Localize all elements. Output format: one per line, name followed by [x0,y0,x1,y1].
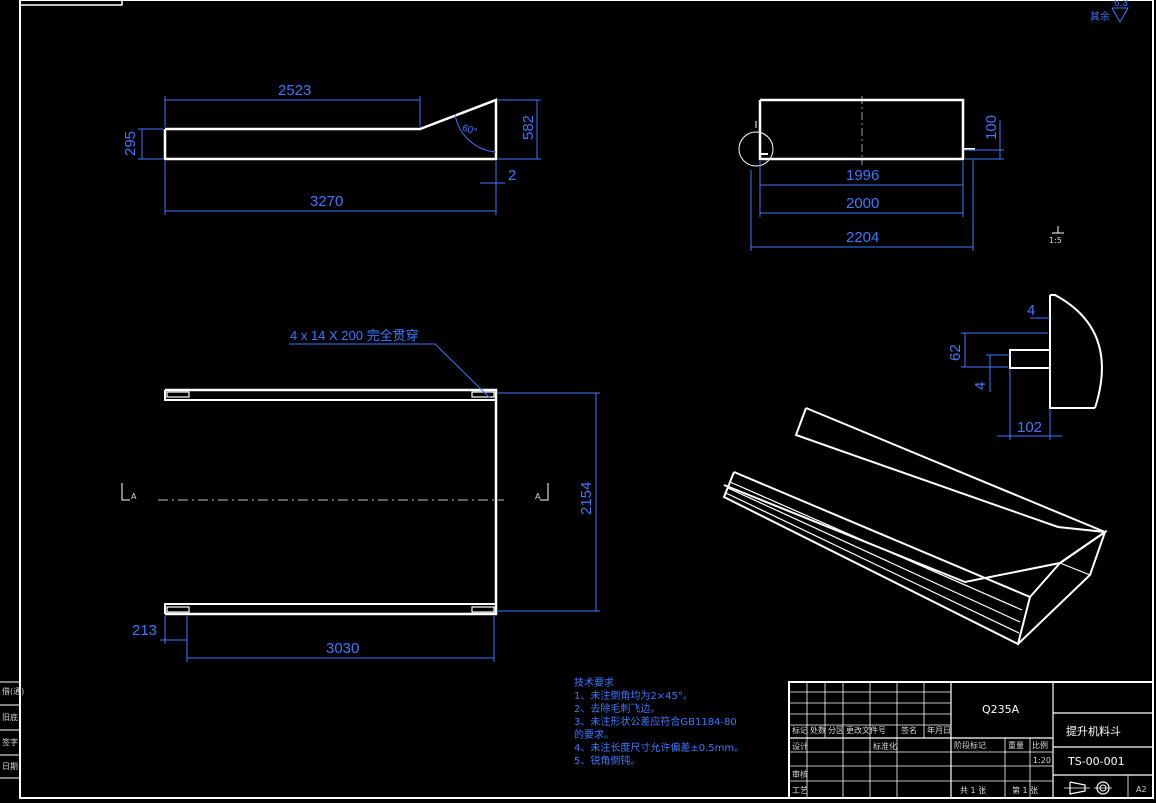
tech-req-item: 1、未注倒角均为2×45°。 [574,689,693,702]
strip-label: 旧底 [2,712,18,722]
dim-102: 102 [1017,419,1042,436]
dim-4-mid: 4 [972,382,989,390]
weight-label: 重量 [1008,740,1024,750]
tech-req-item: 2、去除毛刺飞边。 [574,702,660,715]
rev-header: 标记 [792,725,808,735]
dim-2204: 2204 [846,229,879,246]
roughness-symbol: 其余 6.3 [1090,0,1129,24]
isometric-view [722,407,1108,646]
rev-header: 签名 [901,725,917,735]
sheet-size: A2 [1136,785,1147,794]
roughness-label: 其余 [1090,10,1110,23]
section-label-right: A [535,492,541,501]
dim-1996: 1996 [846,167,879,184]
scale-value: 1:20 [1033,756,1051,765]
detail-view: 4 62 4 102 [947,294,1103,440]
dim-4-top: 4 [1027,302,1035,319]
side-view: 100 1996 2000 2204 [738,96,1004,251]
rev-header: 年月日 [927,725,951,735]
dim-2000: 2000 [846,195,879,212]
top-elevation-view: 2523 295 582 60° 2 3270 [122,82,541,215]
technical-requirements: 技术要求 1、未注倒角均为2×45°。 2、去除毛刺飞边。 3、未注形状公差应符… [574,676,744,767]
tech-req-item: 5、锐角倒钝。 [574,754,640,767]
material: Q235A [982,703,1020,716]
title-block: 标记 处数 分区 更改文件号 签名 年月日 设计 审核 工艺 标准化 阶段标记 … [788,681,1154,799]
dim-582: 582 [520,115,537,140]
projection-symbol-icon [1064,781,1112,795]
strip-label: 日期 [2,762,18,771]
left-binding-strip: 借(通) 旧底 签字 日期 [0,681,24,779]
section-label-left: A [131,492,137,501]
rev-header: 处数 [810,725,826,735]
row-label: 审核 [792,769,808,779]
dim-2523: 2523 [278,82,311,99]
dim-3030: 3030 [326,640,359,657]
hole-note: 4 x 14 X 200 完全贯穿 [290,328,419,343]
standardization-label: 标准化 [873,741,897,751]
dim-3270: 3270 [310,193,343,210]
dim-62: 62 [947,344,964,361]
drawing-frame [19,0,1154,799]
tech-req-title: 技术要求 [574,676,614,689]
row-label: 工艺 [792,786,808,795]
part-name: 提升机料斗 [1066,724,1121,738]
sheet-info: 共 1 张 [960,786,986,795]
tech-req-item: 的要求。 [574,728,614,741]
stage-label: 阶段标记 [954,740,986,750]
rev-header: 分区 [828,726,844,735]
scale-label: 比例 [1032,740,1048,750]
dim-2: 2 [508,167,516,184]
dim-295: 295 [122,131,139,156]
dim-213: 213 [132,622,157,639]
section-marker: 1:5 [1049,226,1064,245]
strip-label: 签字 [2,737,18,747]
sheet-no: 第 1 张 [1012,785,1038,795]
drawing-number: TS-00-001 [1067,755,1125,768]
rev-header: 更改文件号 [846,725,886,735]
dim-2154: 2154 [578,482,595,515]
roughness-value: 6.3 [1114,0,1128,9]
detail-scale: 1:5 [1049,236,1062,245]
strip-label: 借(通) [2,686,24,696]
dim-100: 100 [983,115,1000,140]
row-label: 设计 [792,741,808,751]
tech-req-item: 4、未注长度尺寸允许偏差±0.5mm。 [574,741,744,754]
tech-req-item: 3、未注形状公差应符合GB1184-80 [574,715,737,728]
dim-angle: 60° [460,123,478,139]
plan-view: A A 4 x 14 X 200 完全贯穿 2154 213 3030 [121,328,600,662]
